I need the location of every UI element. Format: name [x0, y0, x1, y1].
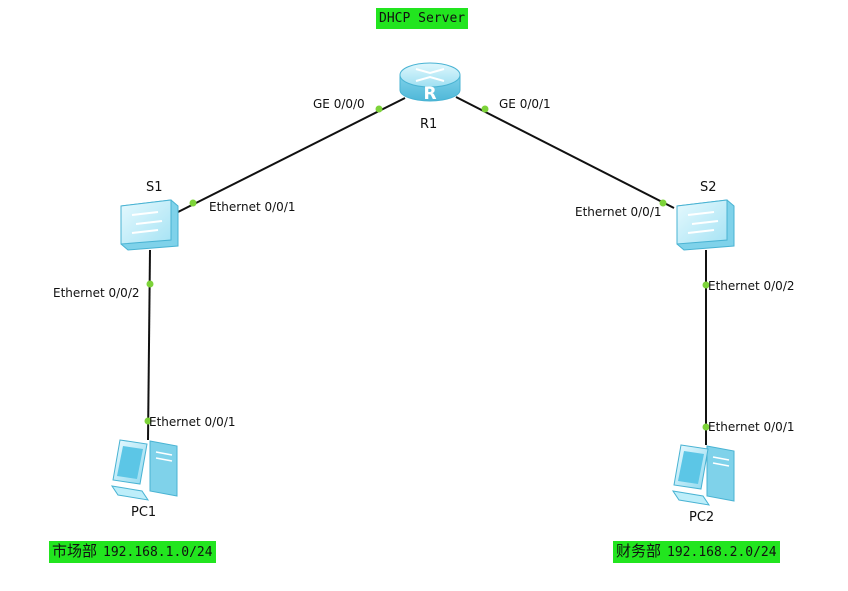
port-label-r1-ge000: GE 0/0/0 [313, 97, 365, 111]
pc-pc1-label: PC1 [131, 505, 156, 520]
subnet-note-right: 财务部 192.168.2.0/24 [613, 541, 780, 563]
switch-icon [120, 199, 179, 251]
link-r1-s1[interactable] [177, 97, 406, 213]
switch-s1[interactable]: S1 [120, 180, 179, 251]
port-dots [144, 105, 710, 431]
port-label-s2-e002: Ethernet 0/0/2 [708, 279, 795, 293]
subnet-text-right: 192.168.2.0/24 [667, 545, 777, 560]
port-dot-r1-ge001 [481, 105, 489, 113]
port-dot-s1-e002 [146, 280, 154, 288]
switch-icon [676, 199, 735, 251]
port-label-s1-e001: Ethernet 0/0/1 [209, 200, 296, 214]
pc-pc2[interactable]: PC2 [671, 444, 735, 525]
port-labels: GE 0/0/0 Ethernet 0/0/1 GE 0/0/1 Etherne… [53, 97, 795, 434]
port-label-pc1-e001: Ethernet 0/0/1 [149, 415, 236, 429]
dhcp-server-text: DHCP Server [379, 11, 466, 26]
pc-icon [110, 439, 178, 501]
subnet-note-left: 市场部 192.168.1.0/24 [49, 541, 216, 563]
dept-name-right: 财务部 [616, 542, 662, 560]
port-dot-s1-e001 [189, 199, 197, 207]
router-icon: R [399, 62, 461, 104]
pc-icon [671, 444, 735, 506]
port-dot-s2-e001 [659, 199, 667, 207]
pc-pc1[interactable]: PC1 [110, 439, 178, 520]
port-dot-r1-ge000 [375, 105, 383, 113]
port-label-s2-e001: Ethernet 0/0/1 [575, 205, 662, 219]
port-dot-pc1-e001 [144, 417, 152, 425]
switch-s1-label: S1 [146, 180, 163, 195]
port-dot-s2-e002 [702, 281, 710, 289]
switch-s2-label: S2 [700, 180, 717, 195]
switch-s2[interactable]: S2 [676, 180, 735, 251]
link-s1-pc1[interactable] [147, 249, 151, 441]
router-r1-label: R1 [420, 117, 437, 132]
subnet-text-left: 192.168.1.0/24 [103, 545, 213, 560]
port-label-s1-e002: Ethernet 0/0/2 [53, 286, 140, 300]
port-label-pc2-e001: Ethernet 0/0/1 [708, 420, 795, 434]
dhcp-server-note: DHCP Server [376, 8, 469, 29]
svg-text:R: R [423, 84, 436, 104]
dept-name-left: 市场部 [52, 542, 98, 560]
pc-pc2-label: PC2 [689, 510, 714, 525]
port-dot-pc2-e001 [702, 423, 710, 431]
port-label-r1-ge001: GE 0/0/1 [499, 97, 551, 111]
router-r1[interactable]: R R1 [399, 62, 461, 132]
links [147, 96, 707, 445]
link-r1-s2[interactable] [455, 96, 675, 209]
